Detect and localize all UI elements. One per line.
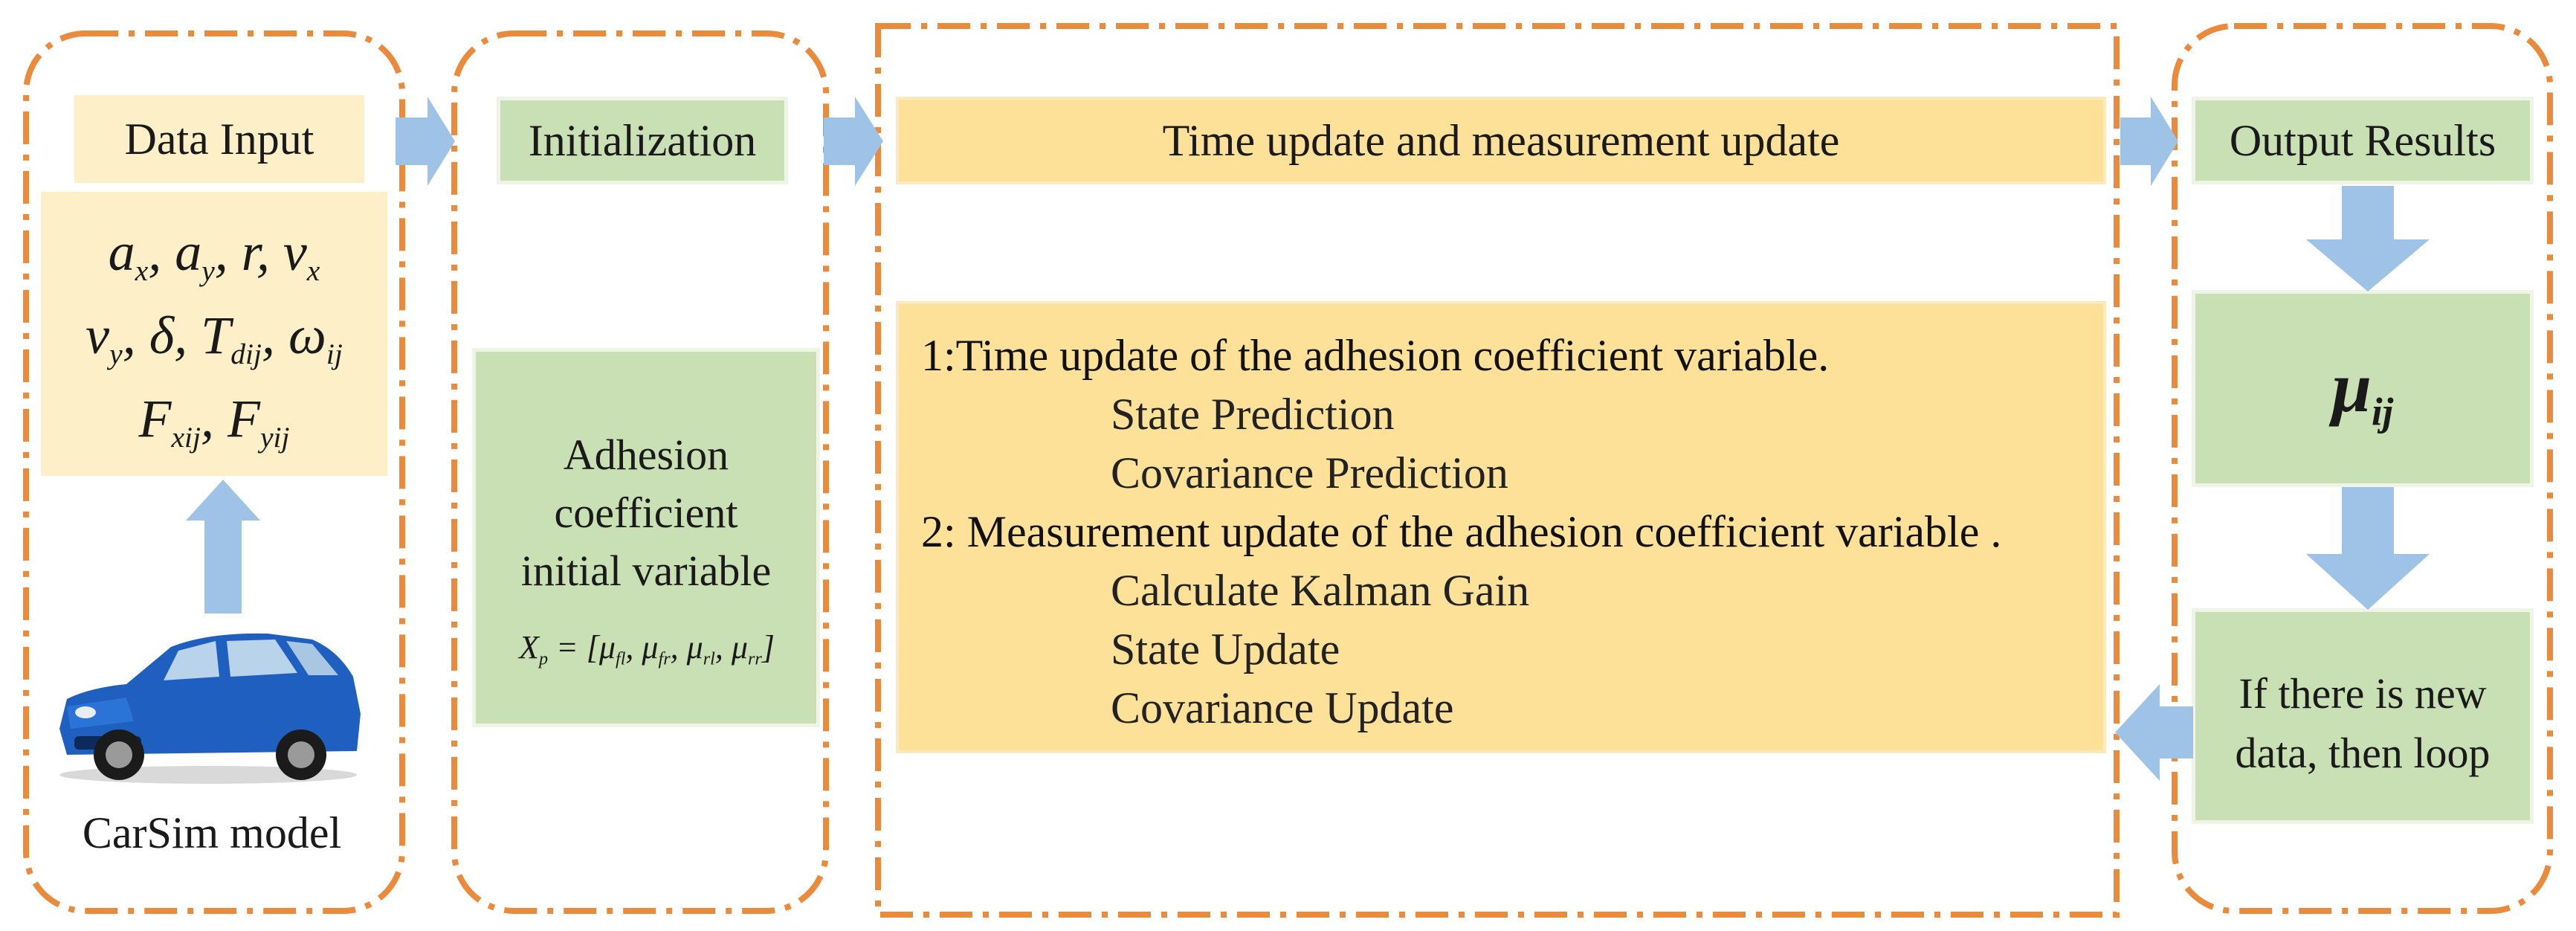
panel-update — [874, 22, 2120, 918]
adhesion-init-box: Adhesion coefficient initial variable Xp… — [472, 348, 820, 727]
variables-row-3: Fxij, Fyij — [138, 389, 290, 454]
update-title: Time update and measurement update — [896, 97, 2106, 184]
adhesion-init-text: Adhesion coefficient initial variable — [520, 431, 772, 595]
output-title: Output Results — [2192, 97, 2534, 184]
update-steps-box: 1:Time update of the adhesion coefficien… — [896, 301, 2106, 753]
init-formula: Xp = [μfl, μfr, μrl, μrr] — [519, 629, 775, 669]
variables-row-2: vy, δ, Tdij, ωij — [85, 306, 343, 370]
data-input-title: Data Input — [74, 95, 364, 183]
step-line: State Update — [1111, 625, 1340, 674]
initialization-title: Initialization — [497, 97, 788, 184]
loop-text: If there is new data, then loop — [2235, 669, 2491, 777]
loop-box: If there is new data, then loop — [2192, 608, 2534, 824]
step-line: Covariance Prediction — [1111, 448, 1508, 497]
input-variables-box: ax, ay, r, vx vy, δ, Tdij, ωij Fxij, Fyi… — [41, 192, 387, 476]
result-symbol: μij — [2331, 347, 2394, 434]
arrow-up-icon — [186, 480, 260, 613]
step-line: 1:Time update of the adhesion coefficien… — [921, 331, 1830, 380]
step-line: State Prediction — [1111, 390, 1395, 439]
result-box: μij — [2192, 290, 2534, 487]
step-line: 2: Measurement update of the adhesion co… — [921, 507, 2002, 556]
car-image — [59, 633, 361, 784]
variables-row-1: ax, ay, r, vx — [108, 222, 320, 287]
step-line: Calculate Kalman Gain — [1111, 566, 1530, 615]
block-arrow-icon — [2120, 97, 2178, 186]
panel-init — [451, 30, 830, 915]
panel-input — [22, 30, 406, 915]
step-line: Covariance Update — [1111, 683, 1454, 732]
car-caption: CarSim model — [82, 808, 342, 857]
panel-output — [2171, 22, 2554, 915]
